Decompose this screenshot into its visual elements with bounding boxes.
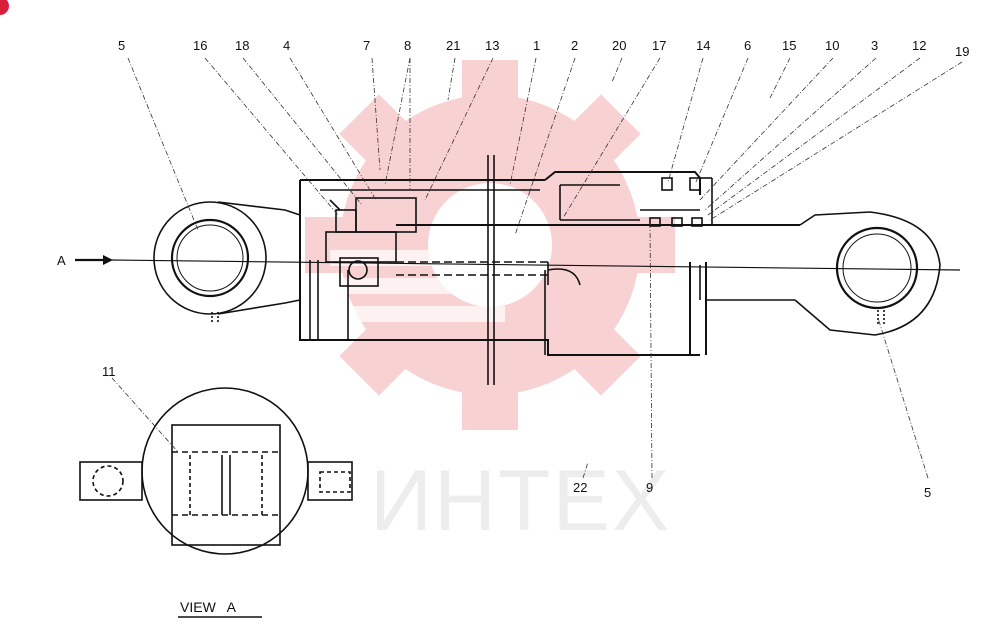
callout-label: 5 — [924, 485, 931, 500]
view-arrow-label: A — [57, 253, 66, 268]
callout-label: 7 — [363, 38, 370, 53]
watermark-gear-icon — [305, 60, 675, 430]
callout-label: 22 — [573, 480, 587, 495]
callout-label: 8 — [404, 38, 411, 53]
callout-label: 11 — [102, 364, 116, 379]
callout-label: 20 — [612, 38, 626, 53]
callout-label: 5 — [118, 38, 125, 53]
callout-label: 10 — [825, 38, 839, 53]
watermark-brand-text: ИНТЕХ — [370, 453, 671, 549]
callout-label: 19 — [955, 44, 969, 59]
view-arrow-icon — [103, 255, 113, 265]
callout-label: 3 — [871, 38, 878, 53]
callout-label: 9 — [646, 480, 653, 495]
view-a-circle — [141, 387, 309, 555]
left-eye-bore — [170, 218, 250, 298]
callout-label: 15 — [782, 38, 796, 53]
callout-labels: 5 16 18 4 7 8 21 13 1 2 20 17 14 6 15 10… — [102, 38, 969, 500]
callout-label: 12 — [912, 38, 926, 53]
callout-label: 2 — [571, 38, 578, 53]
callout-label: 14 — [696, 38, 710, 53]
callout-label: 21 — [446, 38, 460, 53]
leader-lines — [111, 57, 963, 479]
callout-label: 16 — [193, 38, 207, 53]
left-eye-outer — [153, 201, 267, 315]
cylinder-drawing — [75, 155, 961, 555]
corner-badge-icon — [0, 0, 9, 15]
callout-label: 18 — [235, 38, 249, 53]
right-eye-bore — [835, 226, 919, 310]
callout-label: 4 — [283, 38, 290, 53]
callout-label: 6 — [744, 38, 751, 53]
callout-label: 1 — [533, 38, 540, 53]
callout-label: 13 — [485, 38, 499, 53]
view-a-label: VIEW A — [180, 599, 237, 615]
callout-label: 17 — [652, 38, 666, 53]
